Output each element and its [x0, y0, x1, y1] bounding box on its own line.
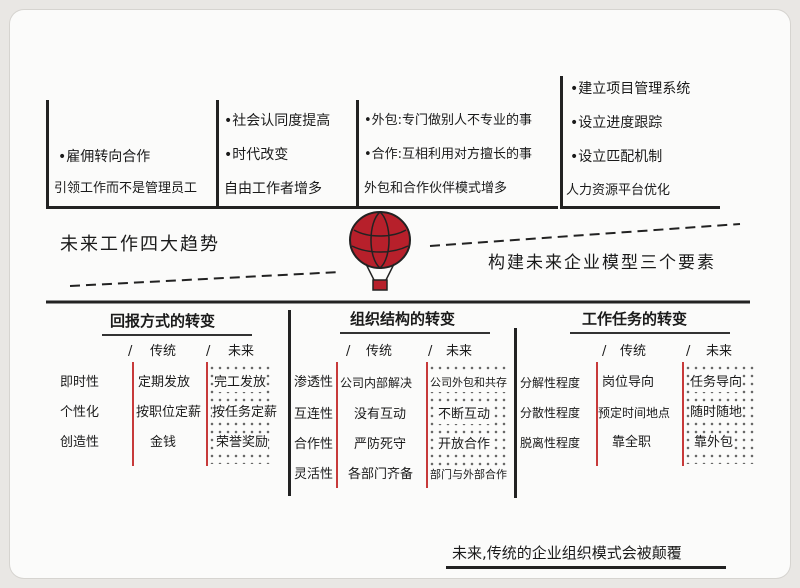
- section-1-divider-1: [132, 362, 134, 466]
- section-3-row-3-label: 脱离性程度: [520, 436, 581, 450]
- section-3-row-3-old: 靠全职: [612, 435, 652, 450]
- box-4-line-4: 人力资源平台优化: [566, 183, 671, 198]
- section-1-header-old: 传统: [150, 344, 177, 359]
- section-2-row-3-label: 合作性: [294, 437, 334, 452]
- section-2-row-3-new: 开放合作: [438, 436, 491, 454]
- section-1-row-1-old: 定期发放: [138, 375, 191, 390]
- box-4-line-3: •设立匹配机制: [570, 149, 663, 165]
- paper-sheet: •雇佣转向合作 引领工作而不是管理员工 •社会认同度提高 •时代改变 自由工作者…: [10, 10, 790, 578]
- box-4-bottom-border: [560, 206, 720, 209]
- section-3-slash-1: /: [602, 344, 607, 359]
- box-3-line-2: •合作:互相利用对方擅长的事: [364, 147, 533, 162]
- section-3-row-3-new: 靠外包: [694, 434, 734, 452]
- section-2-row-4-new: 部门与外部合作: [430, 466, 507, 484]
- section-2-row-2-new: 不断互动: [438, 406, 491, 424]
- section-2-row-4-old: 各部门齐备: [348, 467, 414, 482]
- box-3-bottom-border: [356, 206, 558, 209]
- box-4-line-2: •设立进度跟踪: [570, 115, 663, 131]
- section-3-header-old: 传统: [620, 344, 647, 359]
- section-3-divider-2: [682, 362, 684, 466]
- box-3-line-1: •外包:专门做别人不专业的事: [364, 113, 533, 128]
- box-1-left-border: [46, 100, 49, 208]
- section-3-row-1-old: 岗位导向: [602, 375, 655, 390]
- box-1-line-1: •雇佣转向合作: [58, 149, 151, 165]
- section-2-row-4-label: 灵活性: [294, 467, 334, 482]
- box-2-line-2: •时代改变: [224, 147, 289, 163]
- section-3-row-1-new: 任务导向: [690, 374, 743, 392]
- box-2-bottom-border: [216, 206, 358, 209]
- box-3-line-3: 外包和合作伙伴模式增多: [364, 181, 508, 196]
- section-2-row-1-old: 公司内部解决: [340, 376, 413, 390]
- section-3-header-new: 未来: [706, 344, 733, 359]
- section-2-slash-2: /: [428, 344, 433, 359]
- hot-air-balloon-icon: [349, 211, 411, 291]
- box-2-line-3: 自由工作者增多: [224, 181, 322, 197]
- section-1-row-2-label: 个性化: [60, 405, 100, 420]
- box-2-left-border: [216, 100, 219, 208]
- section-2-row-3-old: 严防死守: [354, 437, 407, 452]
- box-2-line-1: •社会认同度提高: [224, 113, 331, 129]
- section-3-row-1-label: 分解性程度: [520, 376, 581, 390]
- section-1-row-3-new: 荣誉奖励: [216, 434, 269, 452]
- section-3-row-2-old: 预定时间地点: [598, 406, 671, 420]
- box-3-left-border: [356, 100, 359, 208]
- box-1-line-2: 引领工作而不是管理员工: [54, 181, 198, 196]
- section-2-row-1-new: 公司外包和共存: [430, 374, 507, 392]
- section-1-row-2-old: 按职位定薪: [136, 405, 202, 420]
- section-2-row-2-label: 互连性: [294, 407, 334, 422]
- box-1-bottom-border: [46, 206, 218, 209]
- box-4-left-border: [560, 76, 563, 208]
- section-2-right-border: [514, 328, 517, 498]
- section-3-row-2-new: 随时随地: [690, 404, 743, 422]
- section-1-row-1-new: 完工发放: [214, 374, 267, 392]
- section-1-row-1-label: 即时性: [60, 375, 100, 390]
- section-2-header-new: 未来: [446, 344, 473, 359]
- footer-underline: [446, 566, 726, 569]
- section-2-slash-1: /: [346, 344, 351, 359]
- section-3-divider-1: [596, 362, 598, 466]
- section-3-title: 工作任务的转变: [582, 310, 688, 328]
- left-center-title: 未来工作四大趋势: [60, 234, 220, 255]
- section-3-title-underline: [570, 332, 730, 334]
- section-2-title-underline: [340, 332, 490, 334]
- box-4-line-1: •建立项目管理系统: [570, 81, 691, 97]
- section-1-slash-2: /: [206, 344, 211, 359]
- section-1-row-3-label: 创造性: [60, 435, 100, 450]
- section-2-left-border: [288, 310, 291, 496]
- section-2-row-2-old: 没有互动: [354, 407, 407, 422]
- section-1-divider-2: [206, 362, 208, 466]
- center-lines: [46, 223, 750, 304]
- section-1-row-2-new: 按任务定薪: [212, 404, 278, 422]
- section-2-divider-1: [336, 362, 338, 488]
- section-1-header-new: 未来: [228, 344, 255, 359]
- section-2-divider-2: [426, 362, 428, 488]
- section-1-title-underline: [102, 334, 252, 336]
- section-1-title: 回报方式的转变: [110, 312, 216, 330]
- footer-text: 未来,传统的企业组织模式会被颠覆: [452, 544, 682, 562]
- section-2-header-old: 传统: [366, 344, 393, 359]
- right-center-title: 构建未来企业模型三个要素: [488, 253, 716, 273]
- section-2-row-1-label: 渗透性: [294, 375, 334, 390]
- section-1-slash-1: /: [128, 344, 133, 359]
- section-1-row-3-old: 金钱: [150, 435, 177, 450]
- section-3-row-2-label: 分散性程度: [520, 406, 581, 420]
- section-2-title: 组织结构的转变: [350, 310, 456, 328]
- section-3-slash-2: /: [686, 344, 691, 359]
